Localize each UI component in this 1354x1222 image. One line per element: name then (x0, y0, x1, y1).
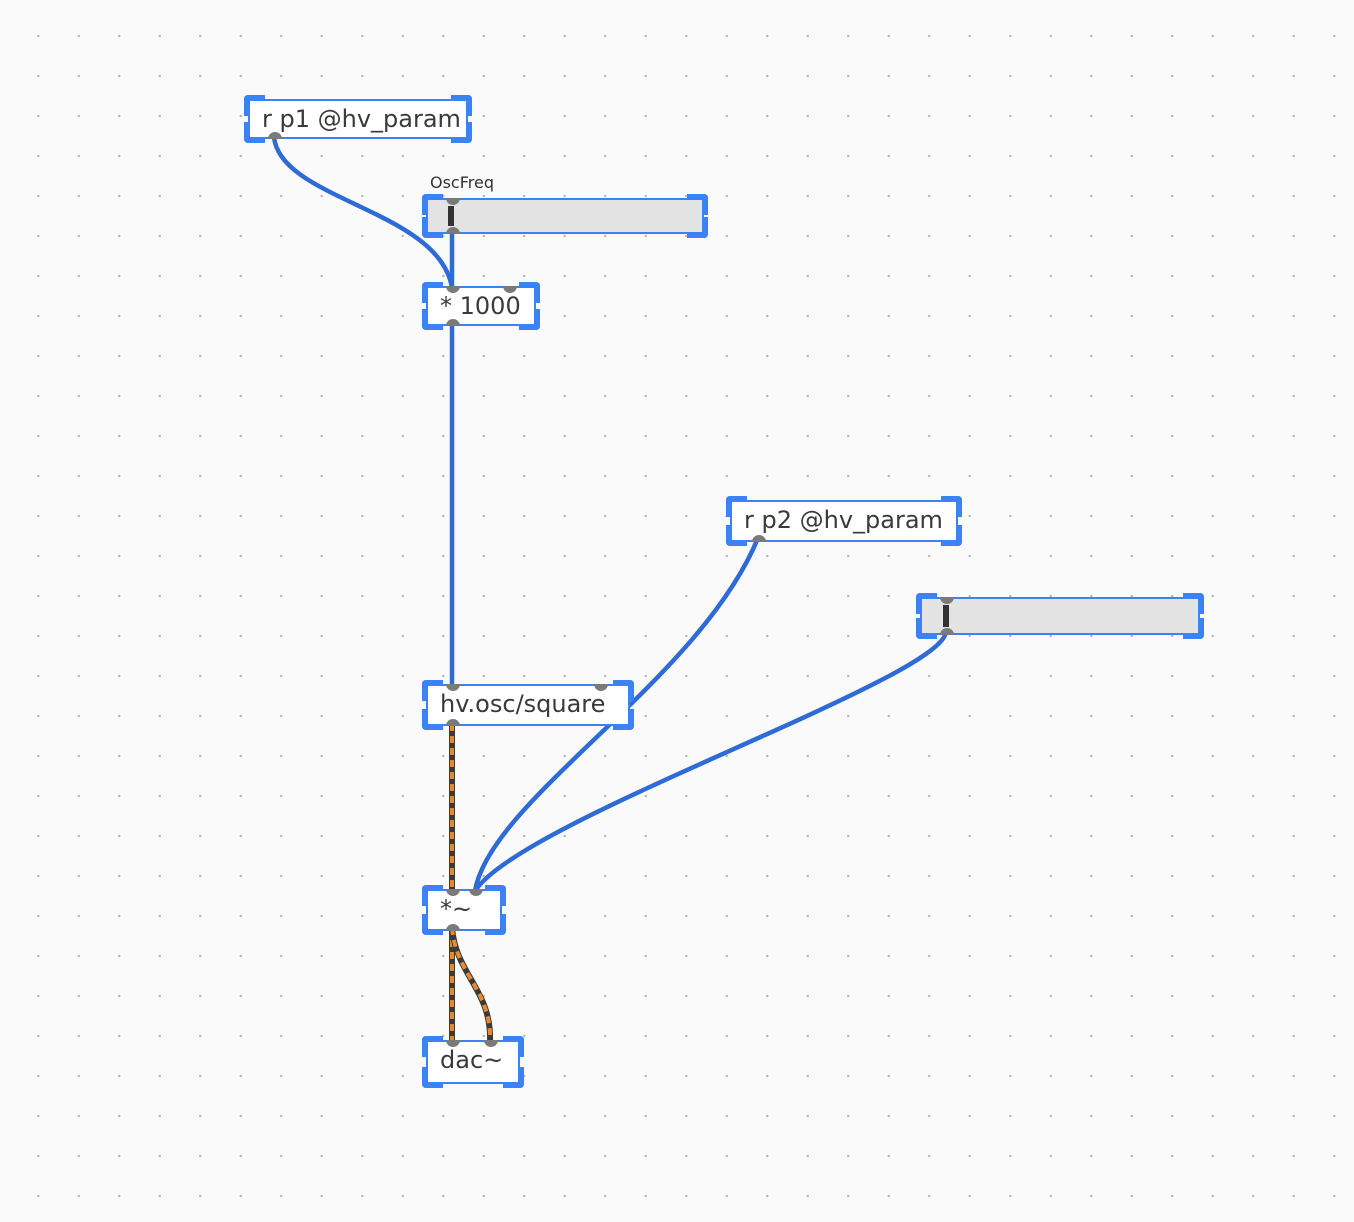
inlet-left[interactable] (446, 684, 460, 691)
outlet[interactable] (268, 132, 282, 139)
object-multiply-1000[interactable]: * 1000 (422, 282, 540, 330)
selection-handle[interactable] (422, 680, 443, 701)
selection-handle[interactable] (422, 709, 443, 730)
selection-handle[interactable] (687, 194, 708, 215)
slider-label-oscfreq: OscFreq (430, 173, 494, 192)
selection-handle[interactable] (941, 496, 962, 517)
inlet-left[interactable] (446, 286, 460, 293)
selection-handle[interactable] (503, 1036, 524, 1057)
object-multiply-1000-text: * 1000 (440, 292, 521, 320)
outlet[interactable] (446, 227, 460, 234)
selection-handle[interactable] (519, 282, 540, 303)
inlet-right[interactable] (484, 1040, 498, 1047)
selection-handle[interactable] (519, 309, 540, 330)
inlet[interactable] (446, 198, 460, 205)
hslider-gain[interactable] (916, 593, 1204, 639)
selection-handle[interactable] (1183, 618, 1204, 639)
inlet[interactable] (940, 597, 954, 604)
outlet[interactable] (446, 319, 460, 326)
object-multiply-signal[interactable]: *~ (422, 885, 506, 935)
object-r-p1[interactable]: r p1 @hv_param (244, 95, 472, 143)
selection-handle[interactable] (422, 309, 443, 330)
selection-handle[interactable] (726, 525, 747, 546)
object-r-p2[interactable]: r p2 @hv_param (726, 496, 962, 546)
outlet[interactable] (752, 535, 766, 542)
object-osc-square-text: hv.osc/square (440, 690, 606, 718)
cord-rp2-to-mulsig (472, 535, 761, 894)
selection-handle[interactable] (422, 217, 443, 238)
selection-handle[interactable] (916, 593, 937, 614)
selection-handle[interactable] (613, 680, 634, 701)
selection-handle[interactable] (916, 618, 937, 639)
selection-handle[interactable] (422, 194, 443, 215)
cord-mulsig-to-dac-right (450, 927, 493, 1043)
inlet-right[interactable] (503, 286, 517, 293)
object-dac-text: dac~ (440, 1046, 504, 1074)
selection-handle[interactable] (244, 95, 265, 116)
selection-handle[interactable] (726, 496, 747, 517)
hslider-oscfreq[interactable] (422, 194, 708, 238)
selection-handle[interactable] (451, 95, 472, 116)
selection-handle[interactable] (451, 122, 472, 143)
inlet-right[interactable] (594, 684, 608, 691)
selection-handle[interactable] (941, 525, 962, 546)
selection-handle[interactable] (422, 282, 443, 303)
object-r-p1-text: r p1 @hv_param (262, 105, 461, 133)
selection-handle[interactable] (485, 914, 506, 935)
slider-knob[interactable] (448, 206, 454, 226)
object-dac[interactable]: dac~ (422, 1036, 524, 1088)
object-r-p2-text: r p2 @hv_param (744, 506, 943, 534)
selection-handle[interactable] (244, 122, 265, 143)
cord-rp1-to-mul (271, 134, 455, 291)
selection-handle[interactable] (422, 914, 443, 935)
outlet[interactable] (940, 628, 954, 635)
selection-handle[interactable] (1183, 593, 1204, 614)
selection-handle[interactable] (422, 1036, 443, 1057)
inlet-right[interactable] (469, 889, 483, 896)
selection-handle[interactable] (687, 217, 708, 238)
selection-handle[interactable] (485, 885, 506, 906)
selection-handle[interactable] (422, 885, 443, 906)
inlet-left[interactable] (446, 889, 460, 896)
selection-handle[interactable] (503, 1067, 524, 1088)
selection-handle[interactable] (422, 1067, 443, 1088)
outlet[interactable] (446, 924, 460, 931)
selection-handle[interactable] (613, 709, 634, 730)
outlet[interactable] (446, 719, 460, 726)
object-multiply-signal-text: *~ (440, 895, 473, 923)
object-osc-square[interactable]: hv.osc/square (422, 680, 634, 730)
inlet-left[interactable] (446, 1040, 460, 1047)
slider-knob[interactable] (943, 605, 949, 627)
cord-slider2-to-mulsig (472, 629, 949, 894)
